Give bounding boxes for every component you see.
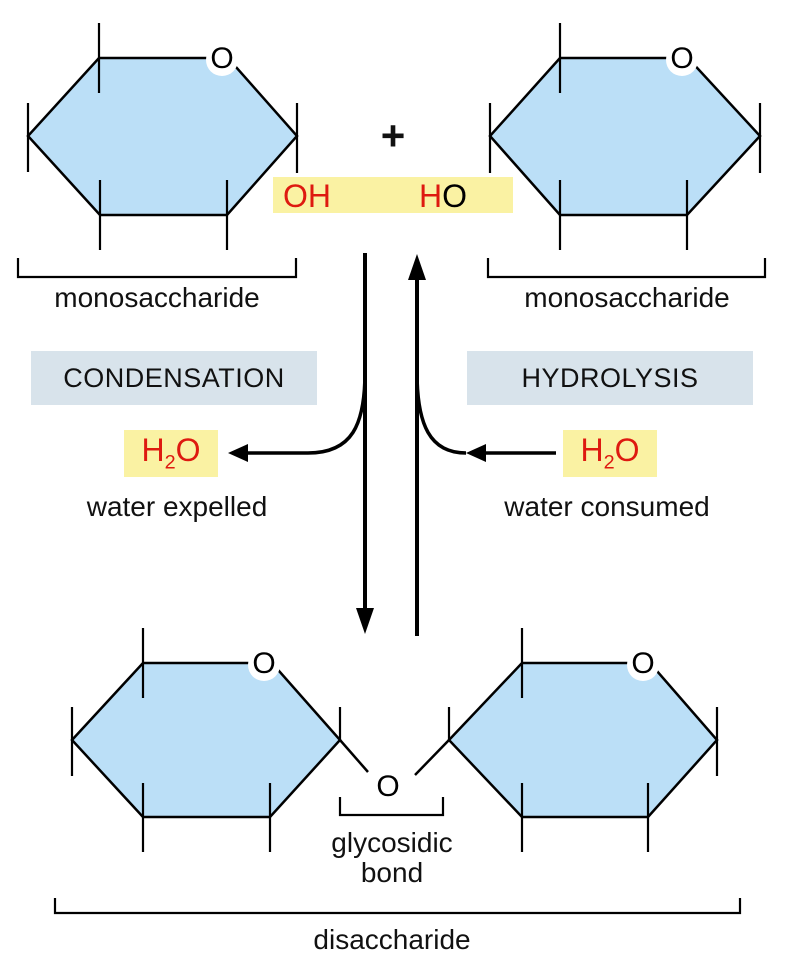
plus-sign: + (380, 112, 406, 159)
ring-oxygen-label: O (252, 647, 276, 680)
disaccharide-label: disaccharide (313, 924, 471, 955)
hexagon-ring (488, 56, 762, 217)
condensation-arrow (228, 253, 374, 634)
water-expelled-box: H2O (124, 430, 218, 477)
ring-oxygen-label: O (670, 42, 694, 75)
water-out-branch (246, 371, 367, 455)
hydrolysis-arrow (408, 254, 556, 636)
hydrolysis-box: HYDROLYSIS (467, 351, 753, 405)
up-arrowhead (408, 254, 426, 280)
left-monomer-bracket (16, 258, 298, 279)
hydroxyl-left-label: OH (283, 178, 331, 214)
water-consumed-caption: water consumed (504, 491, 710, 522)
hydroxyl-right-label: HO (419, 178, 467, 214)
right-monomer-bracket (486, 258, 767, 279)
bottom-right-hexagon (447, 628, 719, 852)
glycosidic-bond-bracket (338, 797, 445, 817)
top-left-hexagon (26, 23, 299, 250)
right-monomer-label: monosaccharide (524, 282, 730, 313)
glycosidic-bond-right-line (414, 739, 450, 776)
hexagon-ring (26, 56, 299, 217)
ring-oxygen-label: O (631, 647, 655, 680)
water-in-arrowhead (466, 444, 486, 462)
ring-oxygen-mask (206, 44, 238, 76)
bottom-left-hexagon (70, 628, 342, 852)
hexagon-ring (70, 661, 342, 819)
left-monomer-label: monosaccharide (54, 282, 260, 313)
ring-oxygen-label: O (210, 42, 234, 75)
condensation-box: CONDENSATION (31, 351, 317, 405)
water-formula-right: H2O (580, 431, 640, 474)
top-right-hexagon (488, 23, 762, 250)
water-expelled-caption: water expelled (86, 491, 268, 522)
ring-oxygen-mask (666, 44, 698, 76)
bridge-oxygen-label: O (376, 770, 400, 803)
glycosidic-bond-left-line (339, 739, 369, 773)
water-consumed-box: H2O (563, 430, 657, 477)
left-arrowhead (228, 444, 248, 462)
ring-oxygen-mask (627, 649, 659, 681)
glycosidic-bond-label: glycosidic bond (331, 827, 453, 888)
ring-oxygen-mask (248, 649, 280, 681)
hexagon-ring (447, 661, 719, 819)
water-in-branch (415, 371, 467, 455)
hydroxyl-highlight-band (273, 177, 513, 213)
down-arrowhead (356, 608, 374, 634)
hydrolysis-label: HYDROLYSIS (521, 362, 699, 393)
disaccharide-bracket (53, 898, 742, 915)
water-formula-left: H2O (141, 431, 201, 474)
condensation-label: CONDENSATION (63, 362, 285, 393)
